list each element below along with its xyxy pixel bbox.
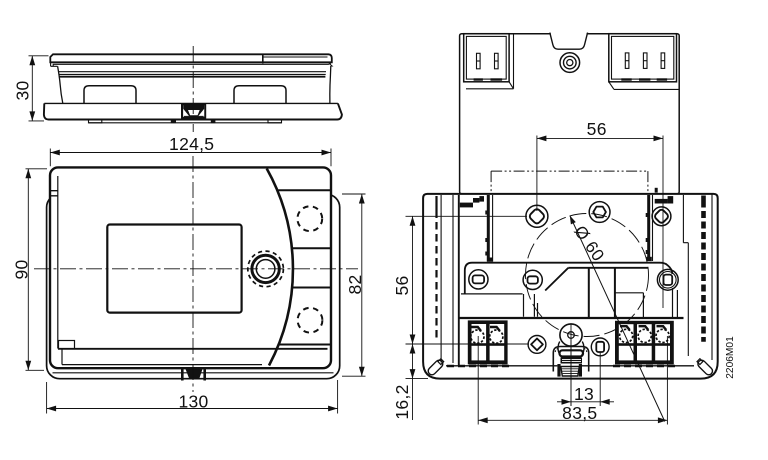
svg-text:90: 90	[12, 259, 32, 279]
svg-text:56: 56	[587, 119, 607, 139]
svg-text:2206M01: 2206M01	[725, 336, 736, 379]
svg-text:130: 130	[178, 392, 208, 412]
svg-text:83,5: 83,5	[562, 403, 597, 423]
svg-text:13: 13	[574, 384, 594, 404]
svg-text:16,2: 16,2	[392, 384, 412, 419]
svg-text:30: 30	[13, 80, 33, 100]
svg-text:56: 56	[392, 275, 412, 295]
svg-text:124,5: 124,5	[169, 134, 214, 154]
svg-text:82: 82	[345, 274, 365, 294]
